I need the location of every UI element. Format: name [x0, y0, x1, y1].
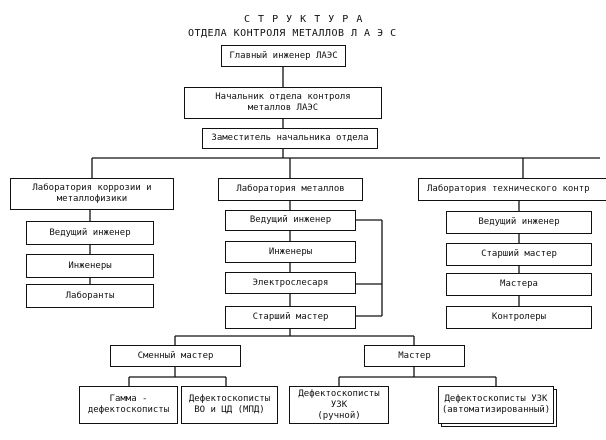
- node-gamma-defectoscopists: Гамма - дефектоскописты: [79, 386, 178, 424]
- node-met-electricians: Электрослесаря: [225, 272, 356, 294]
- node-shift-master: Сменный мастер: [110, 345, 241, 367]
- node-corr-engineers: Инженеры: [26, 254, 154, 278]
- node-defect-uzk-auto: Дефектоскописты УЗК (автоматизированный): [438, 386, 554, 424]
- node-chief-engineer: Главный инженер ЛАЭС: [221, 45, 346, 67]
- node-corr-lead-engineer: Ведущий инженер: [26, 221, 154, 245]
- diagram-title: С Т Р У К Т У Р А: [244, 14, 364, 25]
- node-corr-lab-assistants: Лаборанты: [26, 284, 154, 308]
- node-defect-uzk-manual: Дефектоскописты УЗК (ручной): [289, 386, 389, 424]
- node-met-engineers: Инженеры: [225, 241, 356, 263]
- node-tech-masters: Мастера: [446, 273, 592, 296]
- diagram-subtitle: ОТДЕЛА КОНТРОЛЯ МЕТАЛЛОВ Л А Э С: [188, 28, 397, 39]
- node-lab-corrosion: Лаборатория коррозии и металлофизики: [10, 178, 174, 210]
- node-lab-metals: Лаборатория металлов: [218, 178, 363, 201]
- node-master: Мастер: [364, 345, 465, 367]
- node-met-senior-master: Старший мастер: [225, 306, 356, 329]
- node-tech-controllers: Контролеры: [446, 306, 592, 329]
- node-dept-head: Начальник отдела контроля металлов ЛАЭС: [184, 87, 382, 119]
- node-met-lead-engineer: Ведущий инженер: [225, 210, 356, 231]
- node-deputy-head: Заместитель начальника отдела: [202, 128, 378, 149]
- node-lab-tech-control: Лаборатория технического контр: [418, 178, 606, 201]
- node-tech-senior-master: Старший мастер: [446, 243, 592, 266]
- node-defect-vo-cd: Дефектоскописты ВО и ЦД (МПД): [181, 386, 278, 424]
- node-tech-lead-engineer: Ведущий инженер: [446, 211, 592, 234]
